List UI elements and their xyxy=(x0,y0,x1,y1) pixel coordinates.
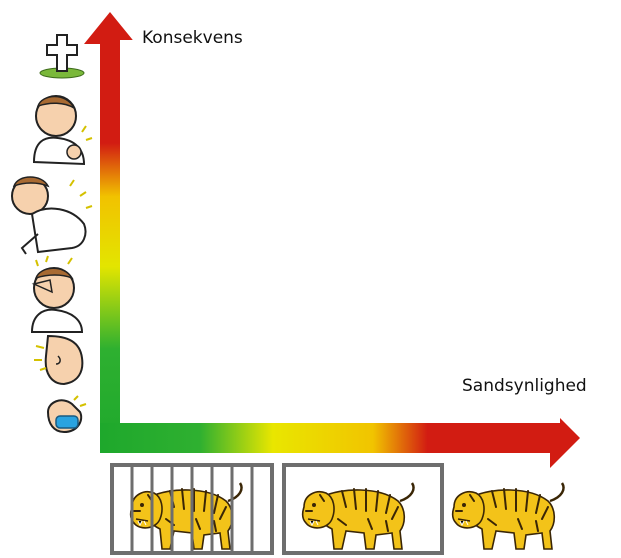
y-axis-label: Konsekvens xyxy=(142,28,243,48)
stomach-pain-icon xyxy=(34,336,82,384)
free-tiger-icon xyxy=(453,483,564,549)
y-axis-shaft xyxy=(100,40,120,452)
tiger-in-enclosure-icon xyxy=(284,465,442,553)
tiger-in-cage-icon xyxy=(112,465,272,553)
grave-cross-icon xyxy=(40,35,84,78)
child-back-pain-icon xyxy=(12,177,92,254)
boy-arm-injury-icon xyxy=(34,96,92,164)
x-axis-label: Sandsynlighed xyxy=(462,376,587,396)
y-axis-arrowhead xyxy=(84,12,136,44)
x-axis-shaft xyxy=(100,423,555,453)
boy-head-pain-icon xyxy=(32,256,82,332)
bandaged-finger-icon xyxy=(48,396,86,432)
